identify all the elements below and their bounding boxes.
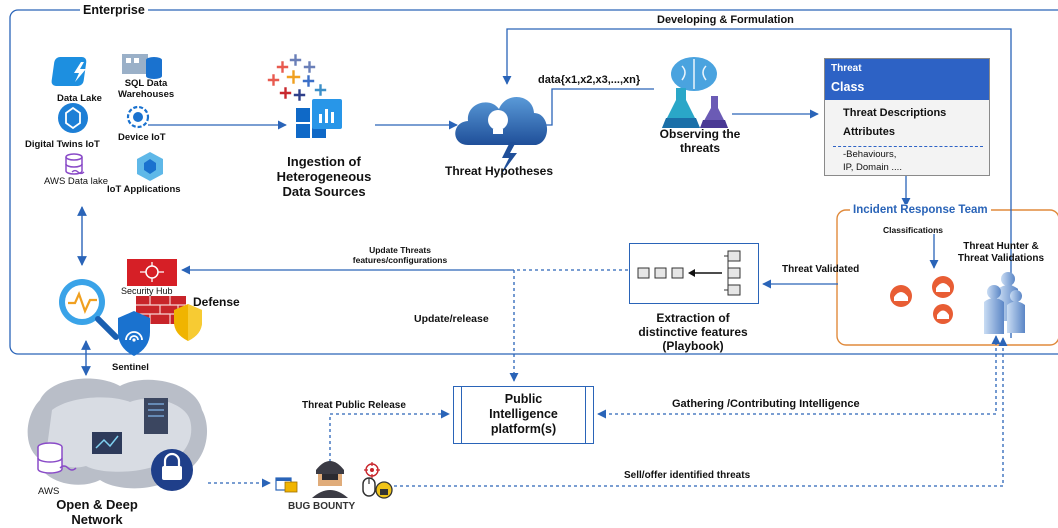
arrow-public-release bbox=[329, 409, 450, 462]
sql-warehouse-line-2: Warehouses bbox=[118, 88, 175, 100]
threat-hunter-line-1: Threat Hunter & bbox=[963, 241, 1039, 252]
public-platform-box: Public Intelligence platform(s) bbox=[453, 386, 594, 444]
extraction-line-3: (Playbook) bbox=[662, 338, 724, 353]
incident-team-title: Incident Response Team bbox=[850, 204, 991, 216]
hypothesis-cloud-icon bbox=[455, 97, 548, 176]
ingestion-icon bbox=[267, 54, 327, 101]
shield-icon bbox=[174, 304, 202, 341]
threat-class-header: Threat Class bbox=[825, 59, 989, 100]
ingestion-line-2: Heterogeneous bbox=[276, 168, 372, 184]
threat-hypotheses-label: Threat Hypotheses bbox=[445, 164, 554, 178]
extraction-label: Extraction of distinctive features (Play… bbox=[608, 311, 778, 353]
arrow-developing-feedback bbox=[502, 28, 1012, 338]
data-expression: data{x1,x2,x3,...,xn} bbox=[538, 74, 641, 86]
classifications-label: Classifications bbox=[883, 225, 943, 235]
observing-label: Observing the threats bbox=[650, 127, 750, 156]
arrow-update-release bbox=[509, 269, 628, 382]
iot-applications-label: IoT Applications bbox=[107, 184, 181, 195]
attribute-line-2: IP, Domain .... bbox=[843, 161, 902, 173]
update-threats-line-2: features/configurations bbox=[352, 254, 448, 265]
sql-warehouse-label: SQL Data Warehouses bbox=[118, 78, 175, 101]
data-lake-label: Data Lake bbox=[57, 93, 102, 104]
target-icon bbox=[364, 462, 380, 478]
arrow-gathering bbox=[597, 335, 1001, 419]
observing-line-1: Observing the bbox=[659, 127, 741, 141]
playbook-box bbox=[629, 243, 759, 304]
lock-icon bbox=[151, 449, 193, 491]
threat-class-box: Threat Class Threat Descriptions Attribu… bbox=[824, 58, 990, 176]
update-release-label: Update/release bbox=[414, 313, 489, 325]
threat-descriptions: Threat Descriptions bbox=[843, 107, 947, 119]
threat-hunter-line-2: Threat Validations bbox=[957, 252, 1045, 264]
platform-line-2: Intelligence bbox=[489, 407, 558, 421]
attribute-line-1: -Behaviours, bbox=[843, 149, 897, 160]
aws-database-icon bbox=[37, 442, 77, 474]
mouse-icon bbox=[362, 477, 393, 499]
platform-line-1: Public bbox=[504, 392, 543, 406]
attribute-list: -Behaviours, IP, Domain .... bbox=[843, 149, 902, 175]
sentinel-label: Sentinel bbox=[112, 362, 149, 373]
open-deep-line-1: Open & Deep bbox=[56, 497, 138, 512]
gathering-label: Gathering /Contributing Intelligence bbox=[672, 398, 860, 410]
security-hub-icon bbox=[127, 259, 177, 286]
hacker-icon bbox=[312, 461, 348, 498]
sql-warehouse-line-1: SQL Data bbox=[124, 78, 168, 89]
platform-bar-left bbox=[461, 387, 462, 443]
sentinel-icon bbox=[118, 311, 150, 356]
security-hub-label: Security Hub bbox=[121, 286, 173, 296]
threat-cluster-icon bbox=[890, 276, 954, 324]
threat-class-small: Threat bbox=[831, 63, 862, 74]
attribute-divider bbox=[833, 146, 983, 147]
extraction-line-2: distinctive features bbox=[638, 324, 748, 339]
threat-public-release-label: Threat Public Release bbox=[302, 400, 406, 411]
aws-label: AWS bbox=[38, 486, 60, 497]
line-hypotheses-to-data bbox=[538, 88, 654, 126]
iot-applications-icon bbox=[137, 152, 163, 181]
ingestion-line-3: Data Sources bbox=[282, 183, 366, 199]
threat-validated-label: Threat Validated bbox=[782, 264, 860, 275]
threat-attributes: Attributes bbox=[843, 126, 895, 138]
device-iot-icon bbox=[126, 105, 150, 129]
ingestion-line-1: Ingestion of bbox=[287, 154, 361, 169]
observing-line-2: threats bbox=[679, 140, 720, 155]
platform-line-3: platform(s) bbox=[490, 422, 557, 436]
defense-label: Defense bbox=[193, 295, 240, 309]
ingestion-label: Ingestion of Heterogeneous Data Sources bbox=[272, 154, 376, 200]
brain-flask-icon bbox=[662, 57, 728, 128]
threat-hunters-icon bbox=[984, 272, 1025, 334]
bug-bounty-label: BUG BOUNTY bbox=[288, 501, 356, 512]
sell-offer-label: Sell/offer identified threats bbox=[624, 470, 751, 481]
developing-label: Developing & Formulation bbox=[657, 14, 794, 26]
threat-hunter-label: Threat Hunter & Threat Validations bbox=[945, 241, 1057, 264]
monitor-search-icon bbox=[59, 279, 119, 340]
device-iot-label: Device IoT bbox=[118, 132, 166, 143]
browser-icon bbox=[275, 477, 298, 493]
extraction-line-1: Extraction of bbox=[656, 311, 730, 325]
playbook-diagram-icon bbox=[637, 250, 741, 296]
enterprise-frame bbox=[9, 9, 1058, 355]
open-deep-label: Open & Deep Network bbox=[42, 497, 152, 528]
sql-warehouse-icon bbox=[122, 54, 162, 79]
aws-data-lake-label: AWS Data lake bbox=[44, 176, 109, 187]
threat-class-title: Class bbox=[831, 80, 865, 94]
digital-twins-icon bbox=[58, 103, 88, 133]
open-deep-line-2: Network bbox=[71, 511, 123, 527]
platform-bar-right bbox=[585, 387, 586, 443]
arrow-sell-offer bbox=[394, 337, 1008, 487]
chart-tile-icon bbox=[296, 99, 342, 138]
aws-data-lake-icon bbox=[65, 153, 85, 175]
enterprise-title: Enterprise bbox=[80, 3, 148, 17]
public-platform-label: Public Intelligence platform(s) bbox=[466, 392, 581, 437]
update-threats-label: Update Threats features/configurations bbox=[330, 245, 470, 266]
data-lake-icon bbox=[51, 57, 87, 86]
update-threats-line-1: Update Threats bbox=[369, 245, 431, 255]
digital-twins-label: Digital Twins IoT bbox=[25, 139, 100, 150]
